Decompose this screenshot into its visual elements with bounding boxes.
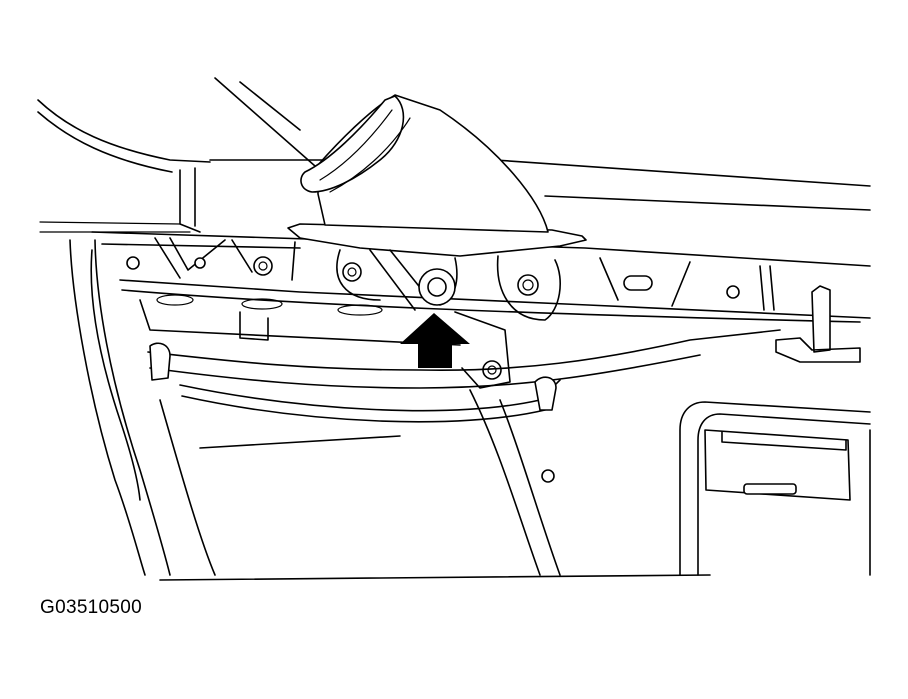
side-compartment	[679, 401, 871, 576]
wire-harness	[147, 329, 781, 423]
bracket-hole	[726, 285, 740, 299]
bracket-bolt	[342, 262, 362, 282]
bracket-hole	[194, 257, 206, 269]
callout-arrow-icon	[400, 313, 470, 368]
figure-code: G03510500	[40, 597, 143, 618]
bracket-slot	[623, 275, 653, 291]
pivot-bolt	[427, 277, 447, 297]
pivot-assembly	[369, 249, 511, 389]
lower-panel	[69, 239, 711, 581]
panel-hole	[541, 469, 555, 483]
right-post	[775, 285, 861, 363]
opening-latch	[743, 483, 797, 495]
harness-clip	[534, 376, 557, 411]
harness-clip	[149, 342, 171, 381]
bracket-bolt	[517, 274, 539, 296]
bracket-hole	[126, 256, 140, 270]
bracket-bolt	[253, 256, 273, 276]
cable-boot	[287, 94, 587, 257]
